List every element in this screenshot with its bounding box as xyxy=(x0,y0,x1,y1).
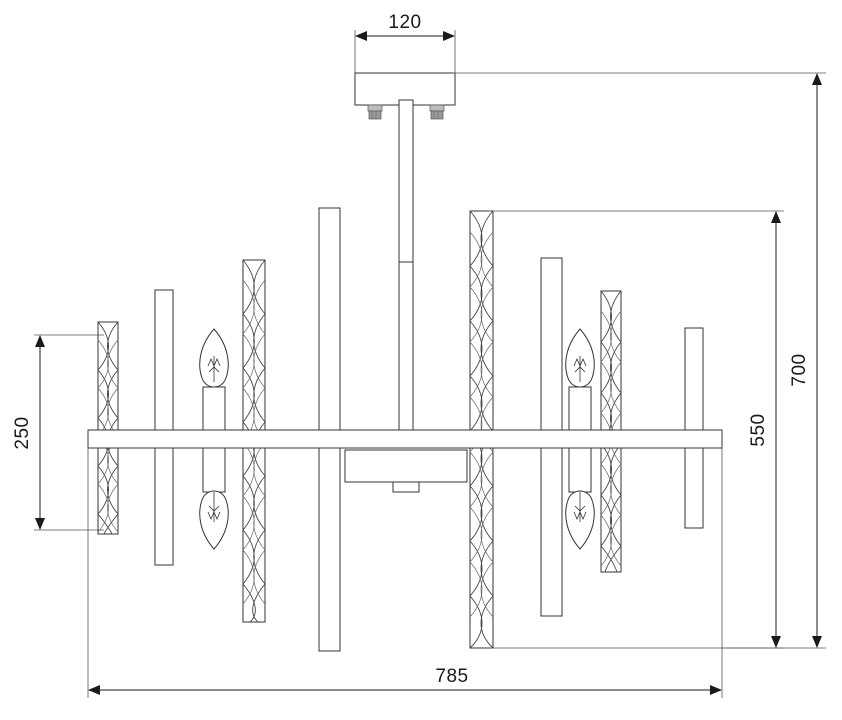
lamp-lower-right xyxy=(565,445,595,550)
dimension-label-250: 250 xyxy=(12,416,33,449)
center-hub-box xyxy=(344,449,468,493)
dimension-label-785: 785 xyxy=(435,666,468,687)
plain-rod-4 xyxy=(684,327,704,529)
lamp-upper-left xyxy=(199,328,229,434)
horizontal-crossbar xyxy=(87,429,723,449)
center-stem xyxy=(398,99,414,437)
lamp-lower-left xyxy=(199,445,229,550)
ceiling-canopy-plate xyxy=(354,72,456,120)
dimension-120 xyxy=(354,30,456,78)
dimension-250 xyxy=(34,334,104,531)
dimension-label-550: 550 xyxy=(748,413,769,446)
dimension-labels: 120 250 550 700 785 xyxy=(12,12,810,687)
twisted-rod-1 xyxy=(97,321,119,535)
dimension-label-700: 700 xyxy=(789,353,810,386)
dimension-785 xyxy=(87,446,723,698)
canopy-screw-right xyxy=(429,104,445,120)
dimension-label-120: 120 xyxy=(388,12,421,33)
canopy-screw-left xyxy=(367,104,383,120)
plain-rod-1 xyxy=(154,289,174,566)
lamp-upper-right xyxy=(565,328,595,434)
dimension-700 xyxy=(452,72,826,649)
